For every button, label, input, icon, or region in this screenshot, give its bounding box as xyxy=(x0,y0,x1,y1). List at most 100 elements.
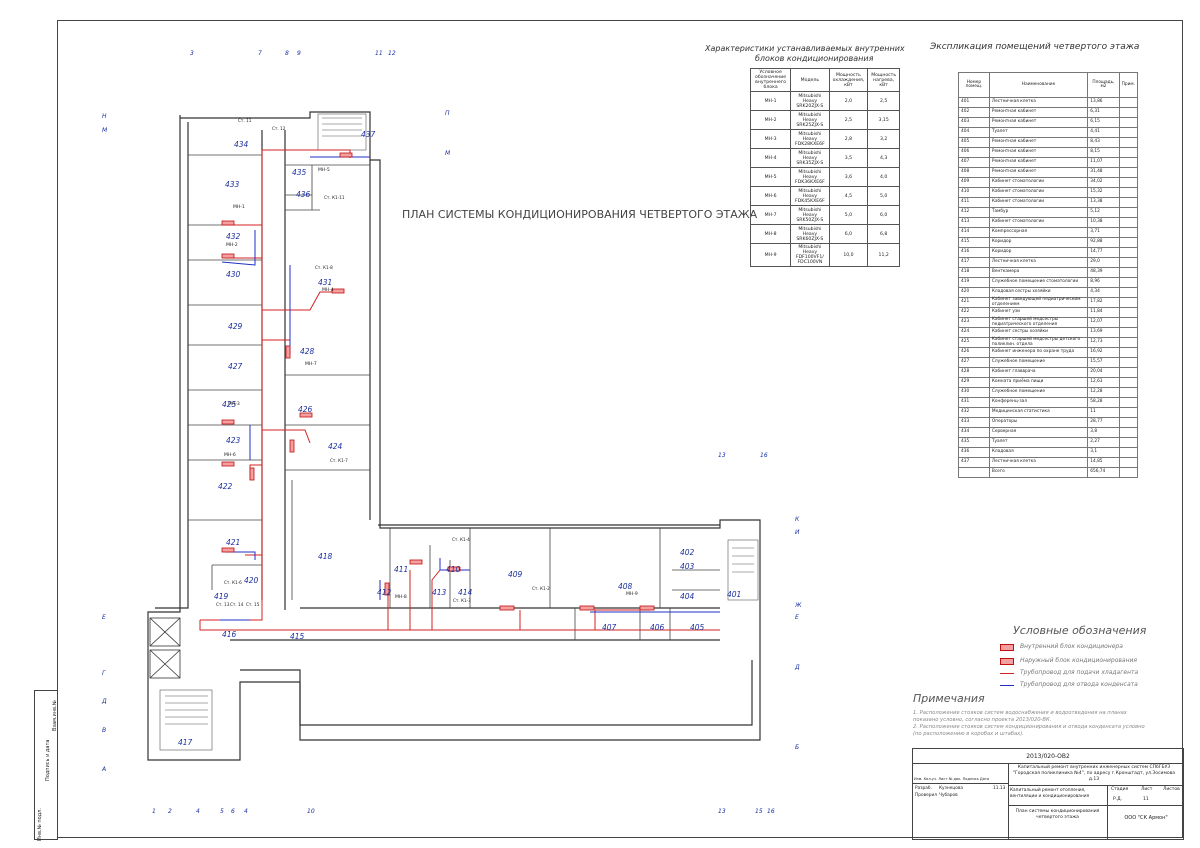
legend-item: Наружный блок кондиционирования xyxy=(1020,657,1138,664)
explication-cell: Служебное помещение стоматологии xyxy=(988,277,1089,288)
explication-cell xyxy=(1118,97,1139,108)
explication-cell: 4,41 xyxy=(1087,127,1120,138)
lift-shaft xyxy=(149,617,181,679)
room-number: 430 xyxy=(226,270,241,279)
explication-cell: 14,77 xyxy=(1087,247,1120,258)
explication-cell: 12,07 xyxy=(1087,317,1120,328)
spec-cell: 6,0 xyxy=(867,205,900,226)
stamp-code: 2013/020-ОВ2 xyxy=(1026,753,1070,760)
room-number: 436 xyxy=(296,190,311,199)
stamp-checked-label: Проверил xyxy=(915,793,938,798)
explication-cell: 34,02 xyxy=(1087,177,1120,188)
explication-cell: 427 xyxy=(958,357,990,368)
explication-cell: 2,27 xyxy=(1087,437,1120,448)
explication-cell: 8,43 xyxy=(1087,137,1120,148)
explication-cell xyxy=(1118,137,1139,148)
explication-cell: 435 xyxy=(958,437,990,448)
explication-cell: 402 xyxy=(958,107,990,118)
notes: 1. Расположение стояков систем водоснабж… xyxy=(913,710,1145,738)
explication-cell xyxy=(1118,387,1139,398)
explication-cell xyxy=(1118,277,1139,288)
room-number: 410 xyxy=(446,565,461,574)
explication-cell xyxy=(1118,217,1139,228)
room-number: 424 xyxy=(328,442,343,451)
explication-cell: 408 xyxy=(958,167,990,178)
spec-cell: 2,5 xyxy=(828,110,869,131)
explication-cell xyxy=(1118,247,1139,258)
explication-cell: 656,74 xyxy=(1087,467,1120,478)
axis-label: В xyxy=(102,727,107,734)
explication-cell: 423 xyxy=(958,317,990,328)
explication-cell xyxy=(1118,117,1139,128)
explication-cell: Ремонтная кабинет xyxy=(988,107,1089,118)
riser-label: Ст. 15 xyxy=(246,602,260,607)
explication-cell: 4,34 xyxy=(1087,287,1120,298)
explication-cell xyxy=(1118,327,1139,338)
spec-cell: 3,2 xyxy=(867,129,900,150)
stamp-company: ООО "СК Армон" xyxy=(1124,815,1168,821)
axis-label: И xyxy=(795,529,800,536)
room-number: 433 xyxy=(225,180,240,189)
axis-label: Д xyxy=(795,664,800,671)
stairs-401 xyxy=(727,539,759,601)
stamp-sheet-label: Лист xyxy=(1141,787,1153,792)
unit-label: МН-2 xyxy=(226,243,238,248)
spec-cell: 10,0 xyxy=(828,243,869,268)
explication-cell: 407 xyxy=(958,157,990,168)
room-number: 408 xyxy=(618,582,633,591)
explication-cell xyxy=(1118,107,1139,118)
explication-cell: 415 xyxy=(958,237,990,248)
room-number: 426 xyxy=(298,405,313,414)
room-number: 412 xyxy=(377,588,392,597)
axis-label: 13 xyxy=(718,452,726,459)
explication-cell: Кабинет старшей медсестры педиатрическог… xyxy=(988,317,1089,328)
spec-cell: 5,0 xyxy=(828,205,869,226)
legend-swatch-indoor xyxy=(1000,644,1014,651)
room-number: 434 xyxy=(234,140,249,149)
explication-cell: 16,92 xyxy=(1087,347,1120,358)
spec-cell: 3,15 xyxy=(867,110,900,131)
explication-cell xyxy=(1118,147,1139,158)
explication-cell: 12,28 xyxy=(1087,387,1120,398)
explication-cell: Серверная xyxy=(988,427,1089,438)
explication-cell: 20,04 xyxy=(1087,367,1120,378)
axis-label: 15 xyxy=(755,808,763,815)
explication-cell: Лестничная клетка xyxy=(988,257,1089,268)
spec-cell: 3,6 xyxy=(828,167,869,188)
explication-cell: Всего xyxy=(988,467,1089,478)
explication-cell: 409 xyxy=(958,177,990,188)
axis-label: 2 xyxy=(168,808,172,815)
explication-cell xyxy=(1118,167,1139,178)
explication-cell: 28,77 xyxy=(1087,417,1120,428)
explication-cell: 3,1 xyxy=(1087,447,1120,458)
explication-cell: Кабинет стоматологии xyxy=(988,217,1089,228)
axis-label: Ж xyxy=(795,602,802,609)
explication-cell xyxy=(958,467,990,478)
spec-cell: МН-1 xyxy=(749,91,792,112)
axis-label: 6 xyxy=(231,808,235,815)
riser-label: Ст. 14 xyxy=(230,602,244,607)
room-number: 414 xyxy=(458,588,473,597)
explication-cell xyxy=(1118,337,1139,348)
explication-cell: 58,28 xyxy=(1087,397,1120,408)
spec-header: Мощность охлаждения, кВт xyxy=(828,67,869,93)
notes-title: Примечания xyxy=(913,692,985,705)
explication-cell xyxy=(1118,347,1139,358)
explication-cell: 425 xyxy=(958,337,990,348)
stamp-cols: Изм. Кол.уч. Лист № док. Подпись Дата xyxy=(914,777,990,781)
explication-cell: 31,48 xyxy=(1087,167,1120,178)
spec-cell: Mitsubishi Heavy SRK50ZJX-S xyxy=(790,205,830,226)
unit-label: МН-7 xyxy=(305,362,317,367)
